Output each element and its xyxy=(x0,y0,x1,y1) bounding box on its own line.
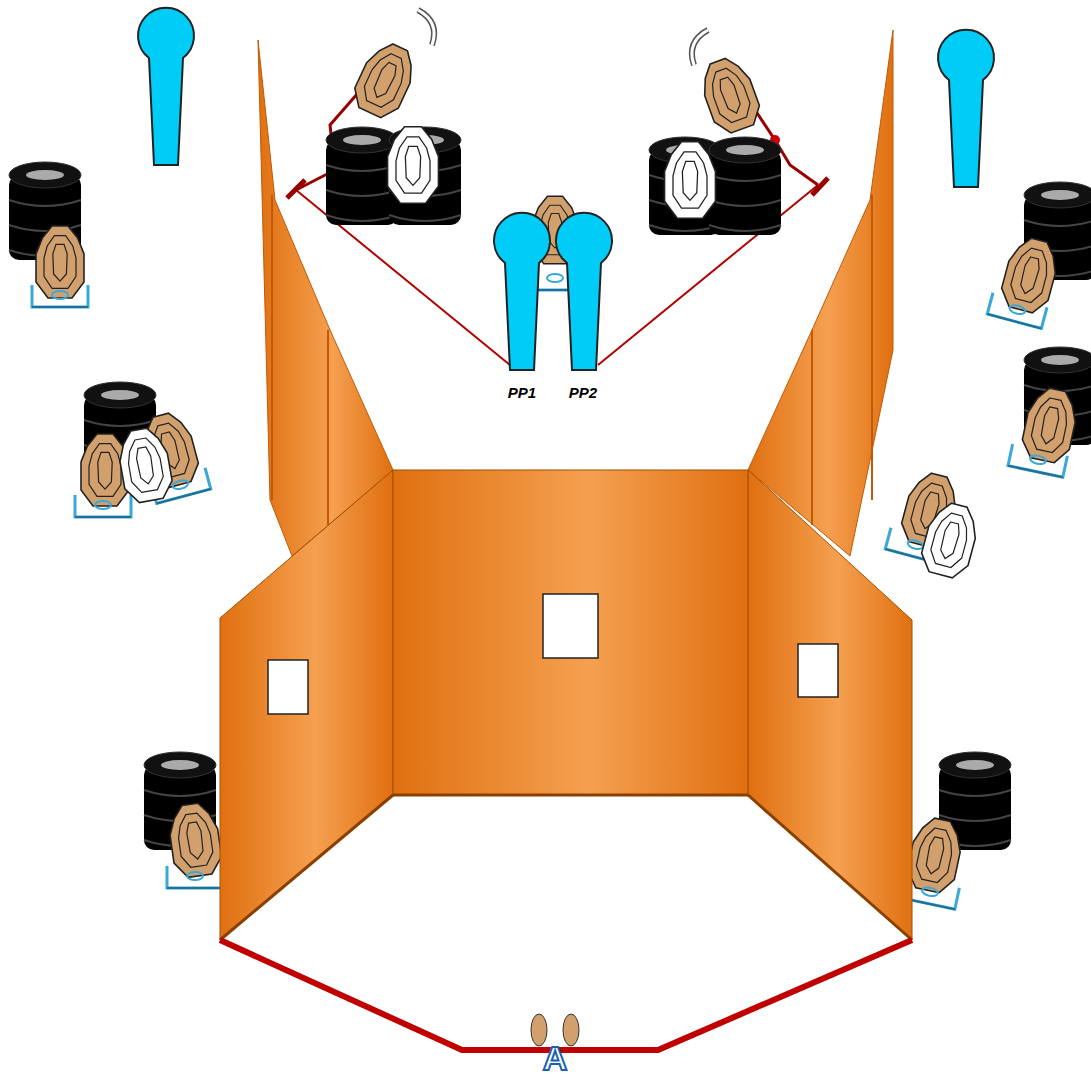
start-position-label: A xyxy=(543,1039,568,1078)
popper-label: PP2 xyxy=(569,384,597,401)
popper-label: PP1 xyxy=(508,384,536,401)
